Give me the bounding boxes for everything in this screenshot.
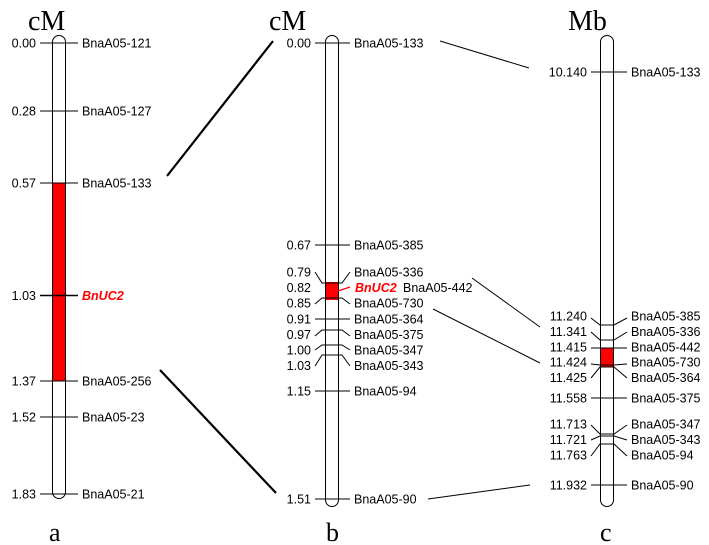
map-a-position: 0.57	[12, 177, 36, 191]
map-a-position: 1.83	[12, 488, 36, 502]
map-c-unit-header: Mb	[568, 6, 607, 37]
map-b-gene-marker-name: BnaA05-442	[403, 281, 473, 295]
map-c: 10.140 11.240 11.341 11.415 11.424 11.42…	[549, 35, 701, 545]
map-b-c-connector	[427, 484, 531, 500]
map-c-position: 11.424	[550, 356, 587, 370]
map-c-tick	[590, 424, 628, 435]
map-a-marker-name: BnaA05-133	[82, 177, 152, 191]
map-a-marker-name: BnaA05-127	[82, 105, 152, 119]
map-a-marker-name: BnaA05-256	[82, 375, 152, 389]
map-a-gene-label: BnUC2	[82, 289, 124, 303]
map-b-unit-header: cM	[269, 6, 306, 37]
map-a-panel-label: a	[49, 518, 61, 545]
map-a-marker-name: BnaA05-21	[82, 488, 145, 502]
map-b-gene-leader	[337, 286, 351, 292]
map-b-qtl-region	[326, 282, 338, 300]
map-c-marker-name: BnaA05-347	[631, 418, 701, 432]
map-c-marker-name: BnaA05-133	[631, 66, 701, 80]
map-b-chromosome	[325, 35, 339, 507]
map-c-position: 11.415	[550, 341, 587, 355]
map-c-marker-name: BnaA05-90	[631, 479, 694, 493]
map-b-panel-label: b	[326, 518, 339, 545]
zoom-connector-bottom	[159, 369, 277, 494]
map-b-position: 1.00	[287, 344, 311, 358]
map-b-marker-name: BnaA05-730	[354, 297, 424, 311]
map-c-position: 11.721	[550, 433, 587, 447]
map-b-marker-name: BnaA05-343	[354, 359, 424, 373]
map-c-marker-name: BnaA05-343	[631, 433, 701, 447]
map-a-marker-name: BnaA05-23	[82, 411, 145, 425]
map-b-c-connector	[471, 277, 541, 328]
map-a: 0.00 0.28 0.57 1.03 1.37 1.52 1.83 BnaA0…	[12, 35, 152, 545]
map-b-marker-name: BnaA05-336	[354, 266, 424, 280]
map-c-position: 11.425	[550, 371, 587, 385]
map-a-position: 0.28	[12, 105, 36, 119]
map-b-marker-name: BnaA05-385	[354, 239, 424, 253]
map-b-position: 0.85	[287, 297, 311, 311]
map-c-marker-name: BnaA05-364	[631, 371, 701, 385]
map-b-tick	[314, 297, 351, 305]
map-b-position: 0.79	[287, 266, 311, 280]
map-c-position: 11.932	[550, 479, 587, 493]
map-c-position: 11.713	[550, 418, 587, 432]
map-b-c-connector	[432, 308, 541, 364]
map-a-qtl-region	[53, 183, 65, 381]
map-b-marker-name: BnaA05-375	[354, 328, 424, 342]
map-c-position: 11.240	[550, 310, 587, 324]
map-b-position: 1.51	[287, 493, 311, 507]
map-b-tick	[314, 271, 351, 284]
map-c-position: 11.763	[550, 449, 587, 463]
map-b-marker-name: BnaA05-94	[354, 385, 417, 399]
map-b-position: 1.15	[287, 385, 311, 399]
map-a-marker-name: BnaA05-121	[82, 37, 152, 51]
map-b-position: 0.97	[287, 328, 311, 342]
map-b-marker-name: BnaA05-133	[354, 37, 424, 51]
map-a-gene-position: 1.03	[12, 289, 36, 303]
map-c-tick	[590, 435, 628, 441]
map-b-position: 0.00	[287, 37, 311, 51]
map-c-tick	[590, 317, 628, 326]
map-b-gene-position: 0.82	[287, 281, 311, 295]
map-b-tick	[314, 329, 351, 337]
map-c-panel-label: c	[600, 518, 612, 545]
map-c-tick	[590, 443, 628, 457]
map-b-tick	[314, 344, 351, 351]
map-a-unit-header: cM	[28, 6, 65, 37]
map-b-marker-name: BnaA05-347	[354, 344, 424, 358]
map-b-position: 0.67	[287, 239, 311, 253]
map-b-marker-name: BnaA05-90	[354, 493, 417, 507]
map-c-position: 11.341	[550, 325, 587, 339]
map-b-marker-name: BnaA05-364	[354, 313, 424, 327]
zoom-connector-top	[166, 40, 274, 177]
map-a-position: 1.52	[12, 411, 36, 425]
map-c-chromosome	[600, 35, 614, 507]
map-c-marker-name: BnaA05-385	[631, 310, 701, 324]
map-a-position: 0.00	[12, 37, 36, 51]
map-c-position: 10.140	[549, 66, 587, 80]
map-b-position: 1.03	[287, 359, 311, 373]
map-c-tick	[590, 331, 628, 341]
map-c-marker-name: BnaA05-375	[631, 392, 701, 406]
map-c-marker-name: BnaA05-442	[631, 341, 701, 355]
map-c-position: 11.558	[550, 392, 587, 406]
map-c-marker-name: BnaA05-336	[631, 325, 701, 339]
map-a-position: 1.37	[12, 375, 36, 389]
map-b-position: 0.91	[287, 313, 311, 327]
map-c-tick	[590, 363, 628, 366]
map-b: 0.00 0.67 0.79 0.82 0.85 0.91 0.97 1.00 …	[287, 35, 473, 545]
map-b-c-connector	[439, 40, 530, 69]
map-c-marker-name: BnaA05-94	[631, 449, 694, 463]
map-c-tick	[590, 366, 628, 379]
map-b-gene-label: BnUC2	[355, 281, 397, 295]
map-c-marker-name: BnaA05-730	[631, 356, 701, 370]
map-c-qtl-region	[601, 348, 613, 367]
map-b-tick	[314, 354, 351, 367]
